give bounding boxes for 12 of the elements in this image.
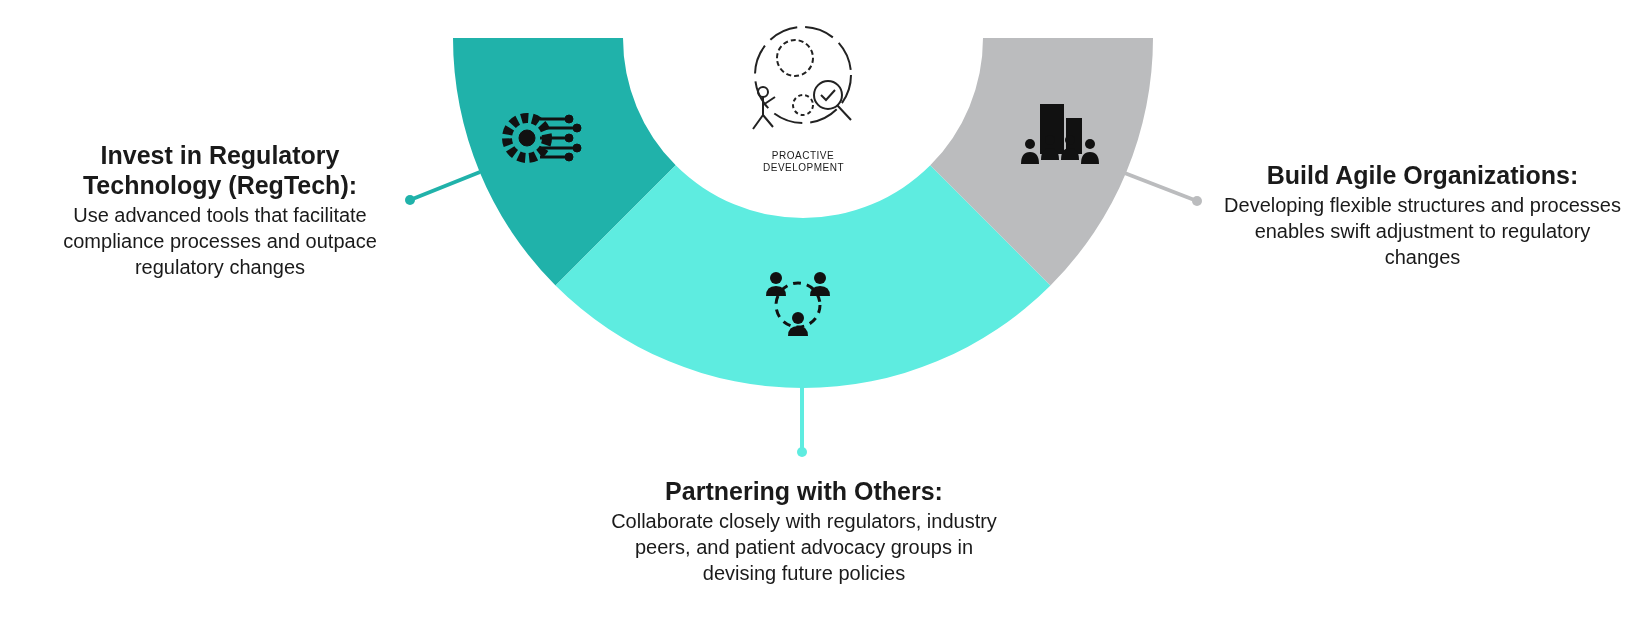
ring-segment [453, 38, 676, 286]
node-label: PROACTIVE DEVELOPMENT [763, 150, 843, 174]
heading: Build Agile Organizations: [1265, 160, 1580, 190]
ring-segment [930, 38, 1153, 286]
description: Developing flexible structures and processes enables swift adjustment to regulatory changes [1223, 193, 1622, 270]
heading: Partnering with Others: [664, 476, 944, 506]
description: Collaborate closely with regulators, industry peers, and patient advocacy groups in devising future policies [610, 509, 998, 586]
leader-line [405, 170, 481, 205]
ring-segment [555, 165, 1051, 388]
leader-line [797, 386, 807, 457]
heading: Invest in Regulatory Technology (RegTech): [81, 140, 359, 200]
description: Use advanced tools that facilitate compliance processes and outpace regulatory changes [62, 203, 378, 280]
